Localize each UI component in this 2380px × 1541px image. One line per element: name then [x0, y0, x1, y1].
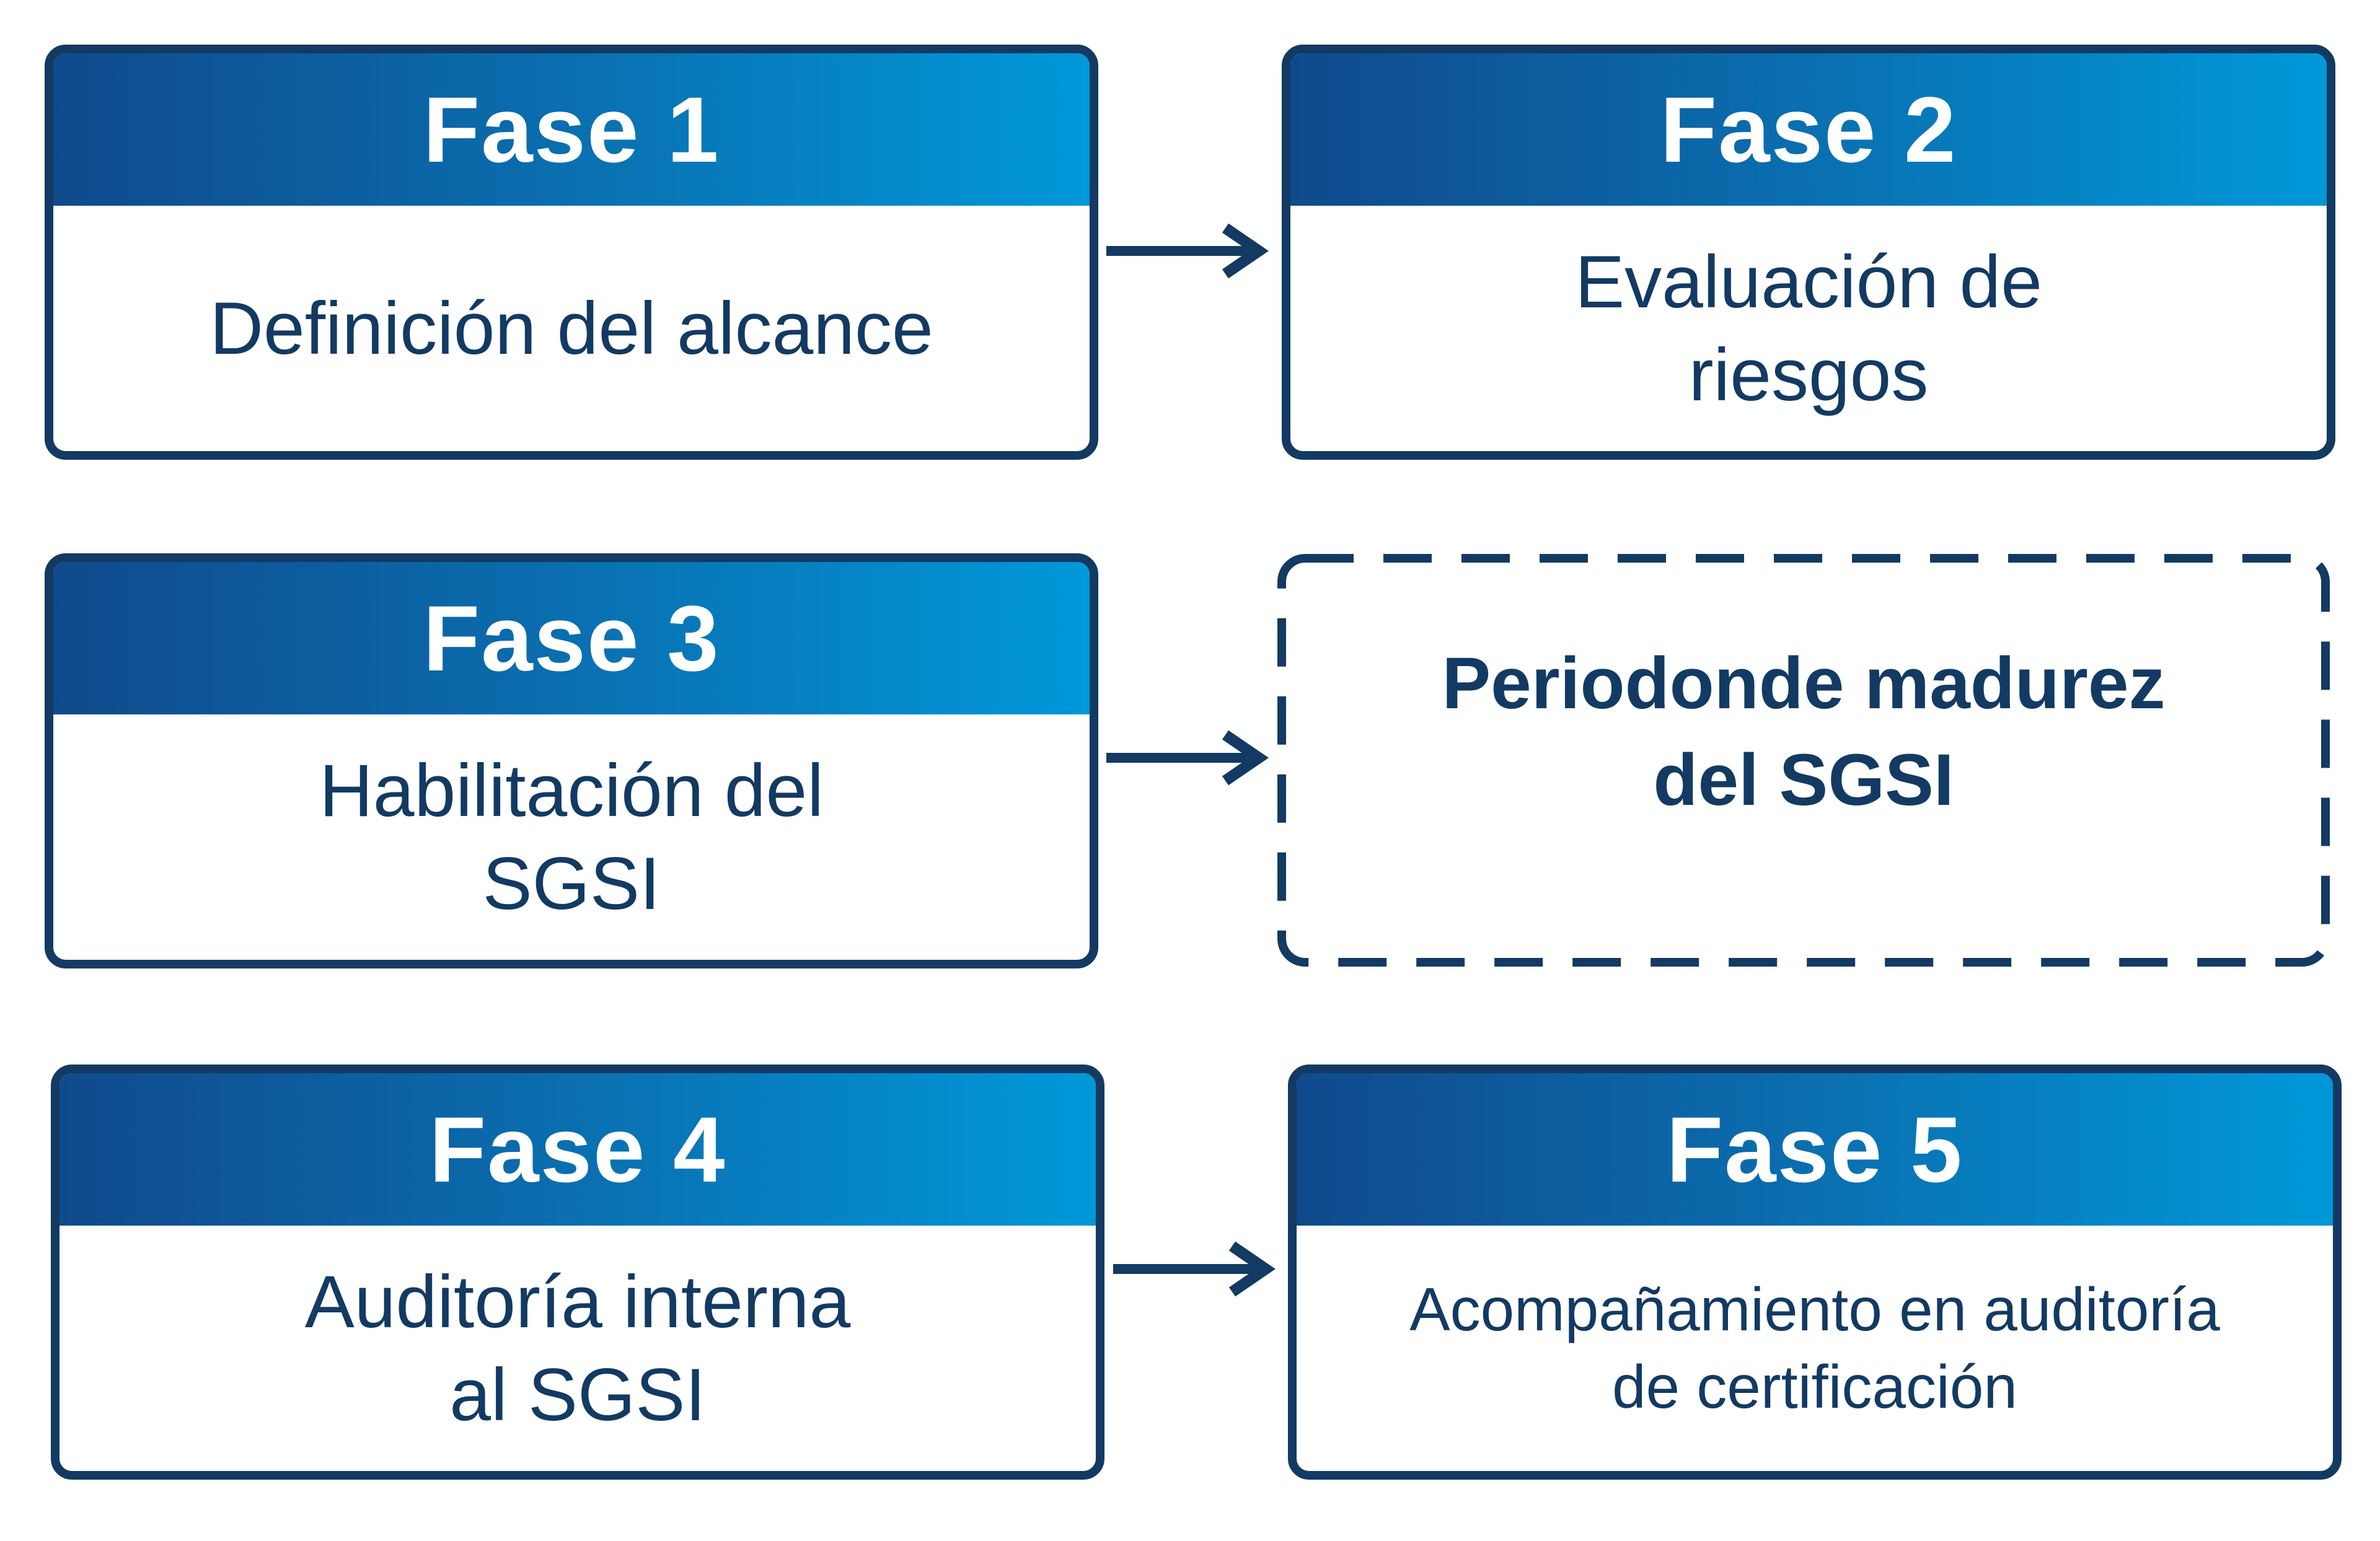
phase-body-container-1: Definición del alcance: [53, 206, 1090, 451]
arrow-right-icon: [1106, 730, 1269, 786]
maturity-period-box: Periodonde madurez del SGSI: [1277, 553, 2330, 967]
dashed-border: [1277, 554, 2330, 967]
phase-description-3: Habilitación del SGSI: [319, 749, 824, 925]
phase-title-4: Fase 4: [60, 1073, 1096, 1226]
phase-body-container-3: Habilitación del SGSI: [53, 714, 1090, 960]
phase-card-2: Fase 2 Evaluación de riesgos: [1282, 45, 2335, 460]
arrow-right-icon: [1106, 223, 1269, 279]
phase-description-1: Definición del alcance: [209, 287, 933, 370]
phase-body-container-5: Acompañamiento en auditoría de certifica…: [1297, 1226, 2333, 1471]
phase-card-3: Fase 3 Habilitación del SGSI: [45, 553, 1098, 968]
maturity-period-label: Periodonde madurez del SGSI: [1442, 643, 2166, 821]
phase-description-4: Auditoría interna al SGSI: [304, 1260, 851, 1436]
arrow-right-icon: [1113, 1241, 1276, 1297]
phase-title-3: Fase 3: [53, 562, 1090, 714]
phase-card-5: Fase 5 Acompañamiento en auditoría de ce…: [1288, 1065, 2342, 1480]
phase-description-2: Evaluación de riesgos: [1575, 240, 2042, 416]
phase-title-2: Fase 2: [1290, 53, 2327, 206]
phase-title-1: Fase 1: [53, 53, 1090, 206]
phase-body-container-2: Evaluación de riesgos: [1290, 206, 2327, 451]
phase-body-container-4: Auditoría interna al SGSI: [60, 1226, 1096, 1471]
phase-card-4: Fase 4 Auditoría interna al SGSI: [51, 1065, 1104, 1480]
phase-description-5: Acompañamiento en auditoría de certifica…: [1409, 1275, 2220, 1421]
phase-card-1: Fase 1 Definición del alcance: [45, 45, 1098, 460]
phase-title-5: Fase 5: [1297, 1073, 2333, 1226]
